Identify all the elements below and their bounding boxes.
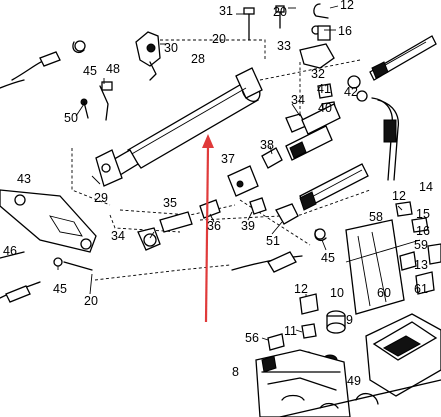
label-48: 48	[106, 62, 120, 76]
label-46: 46	[3, 244, 17, 258]
label-8: 8	[232, 365, 239, 379]
label-40: 40	[318, 101, 332, 115]
label-49: 49	[347, 374, 361, 388]
label-51: 51	[266, 234, 280, 248]
label-60: 60	[377, 286, 391, 300]
hose-right	[347, 35, 437, 181]
label-61: 61	[414, 282, 428, 296]
label-11: 11	[284, 324, 297, 338]
label-36: 36	[207, 219, 221, 233]
pins-top	[243, 3, 335, 69]
label-9: 9	[346, 313, 353, 327]
label-56: 56	[245, 331, 259, 345]
bolts-35-36-34	[137, 199, 221, 251]
label-20: 20	[84, 294, 98, 308]
label-43: 43	[17, 172, 31, 186]
label-12: 12	[294, 282, 308, 296]
label-34: 34	[291, 93, 305, 107]
label-30: 30	[164, 41, 178, 55]
label-33: 33	[277, 39, 291, 53]
label-16: 16	[416, 224, 430, 238]
label-45: 45	[53, 282, 67, 296]
part-labels: 30 31 20 20 12 16 33 28 45 48 32 50 41 4…	[3, 0, 433, 388]
hose-lower	[249, 163, 369, 225]
housing-8	[255, 349, 441, 417]
label-12: 12	[392, 189, 406, 203]
label-12: 12	[340, 0, 354, 12]
link-bar-43	[0, 189, 97, 253]
label-20: 20	[212, 32, 226, 46]
label-15: 15	[416, 207, 430, 221]
label-38: 38	[260, 138, 274, 152]
label-42: 42	[344, 85, 358, 99]
label-35: 35	[163, 196, 177, 210]
label-58: 58	[369, 210, 383, 224]
label-31: 31	[219, 4, 233, 18]
label-10: 10	[330, 286, 344, 300]
label-34: 34	[111, 229, 125, 243]
bracket-30	[135, 31, 161, 81]
label-20: 20	[273, 5, 287, 19]
label-59: 59	[414, 238, 428, 252]
label-28: 28	[191, 52, 205, 66]
label-45: 45	[83, 64, 97, 78]
label-50: 50	[64, 111, 78, 125]
label-39: 39	[241, 219, 255, 233]
hydraulic-cylinder	[91, 67, 263, 187]
label-14: 14	[419, 180, 433, 194]
label-29: 29	[94, 191, 108, 205]
red-annotation-arrow	[202, 134, 214, 323]
right-bracket	[345, 201, 441, 315]
label-45: 45	[321, 251, 335, 265]
label-41: 41	[317, 82, 331, 96]
label-32: 32	[311, 67, 325, 81]
label-37: 37	[221, 152, 235, 166]
label-16: 16	[338, 24, 352, 38]
cables	[0, 40, 327, 303]
label-13: 13	[414, 258, 428, 272]
lower-plate	[365, 313, 441, 397]
leader-lines	[57, 5, 403, 341]
